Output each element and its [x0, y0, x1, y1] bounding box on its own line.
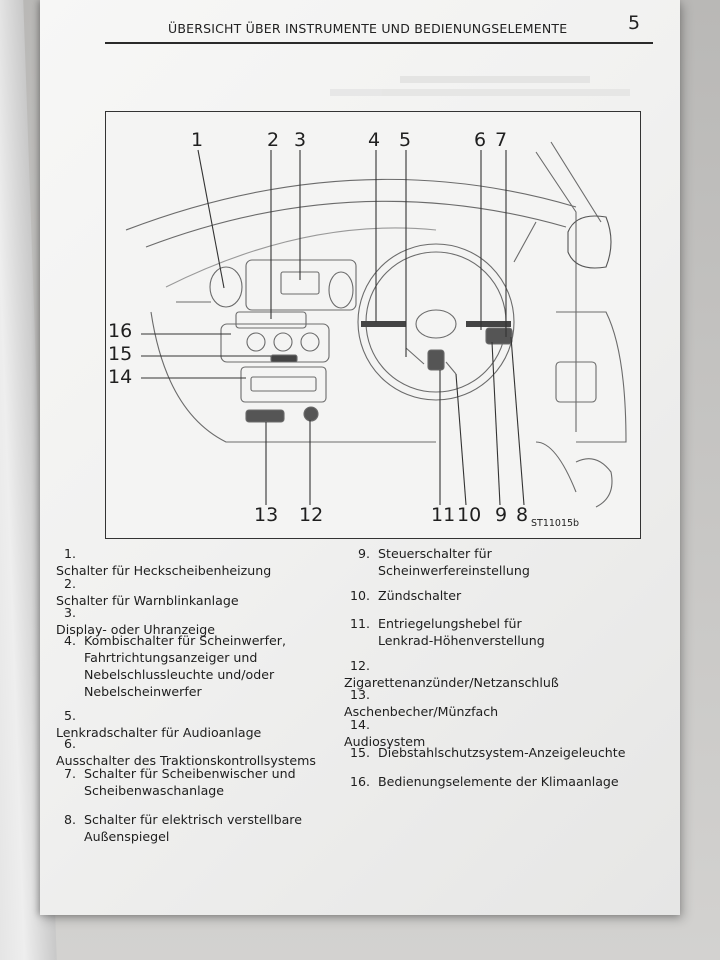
legend-item-7: 7. Schalter für Scheibenwischer und Sche…	[63, 766, 296, 798]
center-display-frame	[245, 259, 357, 311]
callout-9: 9	[495, 504, 508, 526]
callout-7: 7	[495, 129, 508, 151]
legend-item-4: 4. Kombischalter für Scheinwerfer, Fahrt…	[63, 633, 286, 699]
legend-item-11: 11. Entriegelungshebel für Lenkrad-Höhen…	[349, 616, 545, 648]
callout-3: 3	[294, 129, 307, 151]
legend-item-6: 6. Ausschalter des Traktionskontrollsyst…	[56, 736, 316, 768]
callout-14: 14	[108, 366, 133, 388]
show-through-bleed	[320, 68, 660, 108]
legend-item-15: 15. Diebstahlschutzsystem-Anzeigeleuchte	[349, 745, 626, 760]
callout-1: 1	[191, 129, 204, 151]
dashboard-drawing	[125, 141, 627, 508]
callout-5: 5	[399, 129, 412, 151]
callout-12: 12	[299, 504, 324, 526]
page-number: 5	[628, 12, 641, 34]
page-header-title: ÜBERSICHT ÜBER INSTRUMENTE UND BEDIENUNG…	[168, 21, 568, 36]
manual-page: ÜBERSICHT ÜBER INSTRUMENTE UND BEDIENUNG…	[40, 0, 680, 915]
dashboard-diagram: 1 2 3 4 5 6 7 16 15 14 13 12 11 10 9 8 S…	[105, 111, 641, 539]
left-air-vent	[209, 266, 243, 308]
legend-item-16: 16. Bedienungselemente der Klimaanlage	[349, 774, 619, 789]
callout-10: 10	[457, 504, 482, 526]
callout-11: 11	[431, 504, 456, 526]
legend-item-8: 8. Schalter für elektrisch verstellbare …	[63, 812, 302, 844]
legend-item-10: 10. Zündschalter	[349, 588, 462, 603]
figure-code: ST11015b	[531, 518, 580, 529]
legend-item-14: 14. Audiosystem	[344, 717, 426, 749]
callout-8: 8	[516, 504, 529, 526]
callout-13: 13	[254, 504, 279, 526]
callout-16: 16	[108, 320, 133, 342]
legend-item-9: 9. Steuerschalter für Scheinwerfereinste…	[357, 546, 530, 578]
legend-item-2: 2. Schalter für Warnblinkanlage	[56, 576, 239, 608]
legend-item-12: 12. Zigarettenanzünder/Netzanschluß	[344, 658, 559, 690]
side-mirror-shape	[567, 215, 612, 269]
steering-wheel-rim	[357, 243, 515, 401]
callout-2: 2	[267, 129, 280, 151]
callout-15: 15	[108, 343, 133, 365]
steering-hub	[415, 309, 457, 339]
legend-item-1: 1. Schalter für Heckscheibenheizung	[56, 546, 272, 578]
center-air-vent	[328, 271, 354, 309]
header-rule	[105, 42, 653, 44]
legend-item-5: 5. Lenkradschalter für Audioanlage	[56, 708, 262, 740]
legend-item-3: 3. Display- oder Uhranzeige	[56, 605, 216, 637]
audio-unit	[240, 366, 327, 403]
callout-6: 6	[474, 129, 487, 151]
dash-top-arc	[125, 178, 577, 231]
callout-4: 4	[368, 129, 381, 151]
legend-item-13: 13. Aschenbecher/Münzfach	[344, 687, 499, 719]
